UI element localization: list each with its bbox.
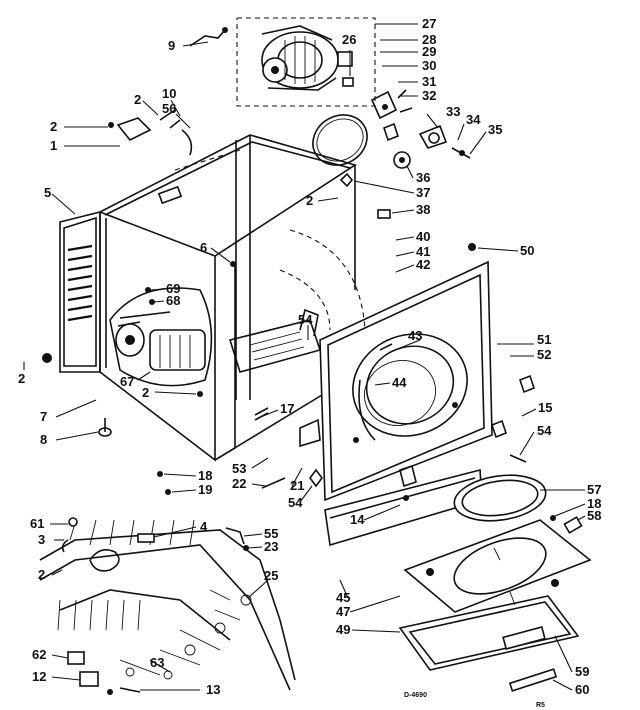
label-5: 5 [44,185,51,200]
label-26: 26 [342,32,356,47]
label-45: 45 [336,590,350,605]
label-21: 21 [290,478,304,493]
label-52: 52 [537,347,551,362]
motor-assembly [189,17,376,107]
label-2-left: 2 [50,119,57,134]
label-3: 3 [38,532,45,547]
label-fifty-nine: 59 [575,664,589,679]
dryer-cabinet [42,109,366,495]
label-19: 19 [198,482,212,497]
label-sixty-two: 62 [32,647,46,662]
front-panel [319,243,535,547]
label-4: 4 [200,519,208,534]
label-1: 1 [50,138,57,153]
label-twelve: 12 [32,669,46,684]
label-51: 51 [537,332,551,347]
label-40: 40 [416,229,430,244]
label-32: 32 [422,88,436,103]
label-18-left: 18 [198,468,212,483]
drawing-code: D-4690 [404,692,427,699]
label-22: 22 [232,476,246,491]
label-8: 8 [40,432,47,447]
label-2-top: 2 [134,92,141,107]
label-sixty-one: 61 [30,516,44,531]
label-2-mid: 2 [306,193,313,208]
label-18-right: 18 [587,496,601,511]
label-69: 69 [166,281,180,296]
label-54-right: 54 [537,423,552,438]
label-56: 56 [162,101,176,116]
leveling-legs [42,353,112,437]
label-50: 50 [520,243,534,258]
label-35: 35 [488,122,502,137]
label-58: 58 [587,508,601,523]
label-30: 30 [422,58,436,73]
label-44: 44 [392,375,407,390]
label-forty-nine: 49 [336,622,350,637]
label-38: 38 [416,202,430,217]
label-68: 68 [166,293,180,308]
label-23: 23 [264,539,278,554]
label-2-base: 2 [142,385,149,400]
label-57: 57 [587,482,601,497]
part-number-labels-lower: 61 61 47 49 62 63 59 12 13 60 D-4690 R5 [30,516,589,709]
label-53: 53 [232,461,246,476]
drive-motor [109,287,213,387]
wiring-harness [39,517,296,695]
label-37: 37 [416,185,430,200]
label-36: 36 [416,170,430,185]
label-54-lower: 54 [288,495,303,510]
part-number-labels: 27 26 28 9 29 30 31 10 32 2 56 33 34 35 … [18,16,601,605]
label-10: 10 [162,86,176,101]
side-panel-vents [67,244,93,322]
label-sixty-three: 63 [150,655,164,670]
label-14: 14 [350,512,365,527]
label-6: 6 [200,240,207,255]
label-28: 28 [422,32,436,47]
label-2-lowleft: 2 [18,371,25,386]
label-17: 17 [280,401,294,416]
label-31: 31 [422,74,436,89]
door-assembly [398,474,592,692]
label-33: 33 [446,104,460,119]
label-sixty: 60 [575,682,589,697]
label-54-upper: 54 [298,312,313,327]
page-mark: R5 [536,702,545,709]
label-thirteen: 13 [206,682,220,697]
label-15: 15 [538,400,552,415]
label-2-harness: 2 [38,567,45,582]
label-55: 55 [264,526,278,541]
label-67: 67 [120,374,134,389]
idler-and-belt [312,89,471,219]
label-42: 42 [416,257,430,272]
label-27: 27 [422,16,436,31]
leader-lines [23,23,586,691]
label-41: 41 [416,244,430,259]
label-25: 25 [264,568,278,583]
label-9: 9 [168,38,175,53]
label-forty-seven: 47 [336,604,350,619]
label-29: 29 [422,44,436,59]
label-34: 34 [466,112,481,127]
label-7: 7 [40,409,47,424]
label-43: 43 [408,328,422,343]
